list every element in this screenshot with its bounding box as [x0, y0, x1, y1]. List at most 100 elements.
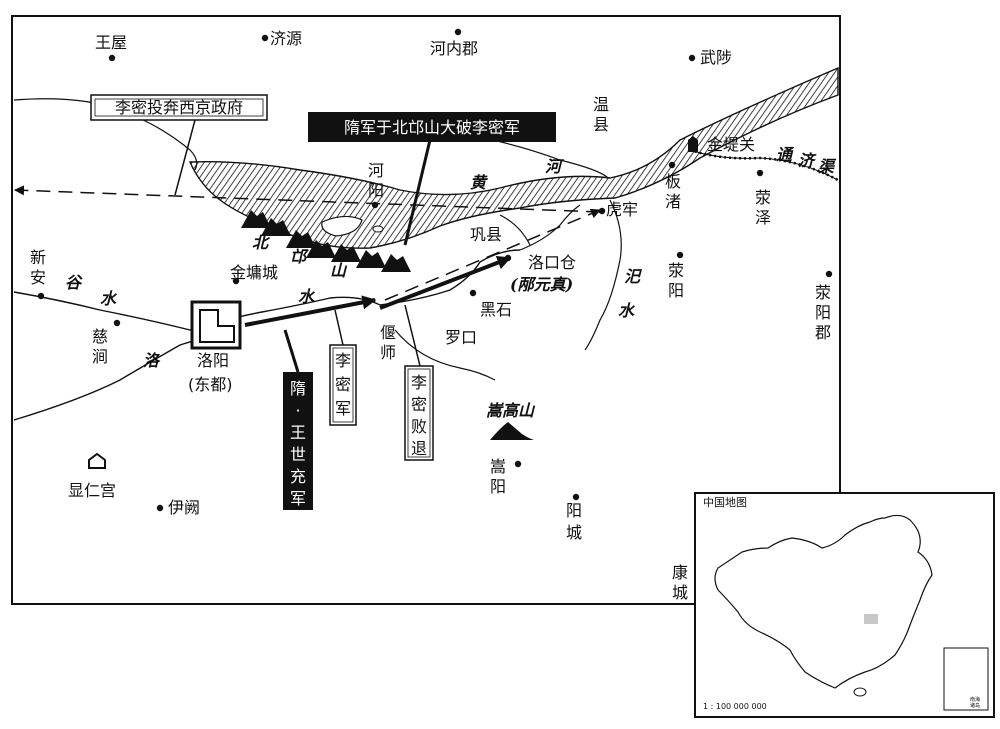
label-xyjun-jun: 郡: [815, 323, 831, 342]
vertical-char: 密: [335, 375, 351, 394]
label-shan: 山: [330, 261, 348, 280]
south-sea-label-1: 南海: [970, 696, 980, 703]
label-wangwu: 王屋: [95, 33, 127, 52]
leader-limi-xijing: [174, 119, 196, 196]
label-heyang-yang: 阳: [368, 181, 384, 200]
place-dot: [572, 493, 580, 501]
label-yanshi-shi: 师: [380, 343, 396, 362]
fortress-icon: [688, 136, 698, 152]
label-songyang-song: 嵩: [490, 457, 506, 476]
label-si: 汜: [624, 267, 643, 286]
place-dot: [454, 28, 462, 36]
label-heishi: 黑石: [480, 300, 512, 319]
label-kangcheng-kang: 康: [672, 563, 688, 582]
place-dot: [232, 277, 240, 285]
tongji-canal-edge: [689, 149, 839, 181]
vertical-char: 王: [290, 423, 306, 442]
label-gu-shui: 水: [100, 289, 118, 308]
songgao-mountain-icon: [490, 422, 534, 440]
vertical-char: 军: [290, 489, 306, 508]
sui-advance-arrow: [244, 295, 377, 327]
mountain-peak-icon: [381, 254, 411, 272]
label-xinan-xin: 新: [30, 248, 46, 267]
vertical-char: 军: [335, 399, 351, 418]
label-jiyuan: 济源: [270, 29, 302, 48]
label-xingyang-xing: 荥: [668, 261, 684, 280]
palace-icon: [88, 452, 106, 469]
place-markers: [37, 28, 833, 512]
mountain-peak-icon: [356, 250, 386, 268]
label-xyjun-xing: 荥: [815, 283, 831, 302]
luo-to-hulao: [519, 204, 581, 251]
inset-title: 中国地图: [703, 496, 747, 509]
label-banzhu-zhu: 渚: [665, 192, 681, 211]
mountain-peak-icon: [331, 244, 361, 262]
label-sui-beimang: 隋军于北邙山大破李密军: [344, 118, 520, 137]
south-sea-label-2: 诸岛: [970, 702, 980, 709]
place-dot: [825, 270, 833, 278]
label-huang: 黄: [470, 173, 488, 192]
label-he: 河: [545, 157, 564, 176]
label-wen: 温: [593, 95, 609, 114]
label-songyang-yang: 阳: [490, 477, 506, 496]
inset-location-marker: [864, 614, 878, 624]
place-dot: [598, 207, 606, 215]
place-dot: [113, 319, 121, 327]
label-gongxian: 巩县: [470, 225, 502, 244]
label-kangcheng-cheng: 城: [672, 583, 688, 602]
label-tongjiqu-ji: 济: [798, 151, 817, 170]
place-dot: [261, 34, 269, 42]
label-songgaoshan: 嵩高山: [486, 401, 536, 420]
label-hulao: 虎牢: [606, 200, 638, 219]
label-xingyang-yang: 阳: [668, 281, 684, 300]
label-xyjun-yang: 阳: [815, 303, 831, 322]
label-luoyang: 洛阳: [197, 351, 229, 370]
vertical-char: ·: [295, 401, 300, 420]
inset-scale: 1 : 100 000 000: [703, 702, 767, 711]
vertical-char: 退: [411, 439, 427, 458]
label-wushe: 武陟: [700, 48, 732, 67]
label-jintiguan: 金堤关: [707, 135, 755, 154]
label-luokoucang: 洛口仓: [528, 253, 576, 272]
limi-advance-arrow: [379, 255, 512, 310]
label-si-shui: 水: [618, 301, 636, 320]
label-luo: 洛: [143, 351, 161, 370]
si-river: [584, 199, 622, 351]
mangshan-mountains: [241, 210, 411, 272]
label-henei: 河内郡: [430, 39, 478, 58]
label-yangcheng-cheng: 城: [566, 523, 582, 542]
luo-river-east: [379, 249, 521, 306]
luoyang-inner-wall: [199, 309, 235, 343]
label-yanshi-yan: 偃: [380, 323, 396, 342]
mountain-peak-icon: [306, 240, 336, 258]
river-sandbar: [321, 215, 363, 237]
label-luo-shui: 水: [298, 287, 316, 306]
leader-sui-wang: [283, 329, 300, 373]
label-mang: 邙: [290, 247, 309, 266]
limi-flee-west-arrow: [14, 185, 601, 213]
leader-sui-beimang: [403, 139, 432, 246]
vertical-char: 密: [411, 395, 427, 414]
mountain-peak-icon: [241, 210, 271, 228]
place-dot: [688, 54, 696, 62]
label-cijian-jian: 涧: [92, 347, 108, 366]
label-xingze-ze: 泽: [755, 208, 771, 227]
label-yique: 伊阙: [168, 498, 200, 517]
label-qiyuanzhen: (邴元真): [510, 275, 573, 294]
vertical-char: 李: [411, 373, 427, 392]
label-bei: 北: [252, 233, 270, 252]
label-dongdu: (东都): [188, 375, 233, 394]
label-yangcheng-yang: 阳: [566, 501, 582, 520]
china-outline: [714, 514, 933, 689]
label-cijian-ci: 慈: [92, 327, 108, 346]
south-sea-inset: [943, 647, 989, 711]
place-dot: [108, 54, 116, 62]
mountain-peak-icon: [286, 230, 316, 248]
box-limi-army: 李密军: [329, 344, 357, 426]
mountain-peak-icon: [261, 218, 291, 236]
label-limi-xijing: 李密投奔西京政府: [115, 98, 243, 117]
box-sui-beimang: 隋军于北邙山大破李密军: [308, 112, 556, 142]
